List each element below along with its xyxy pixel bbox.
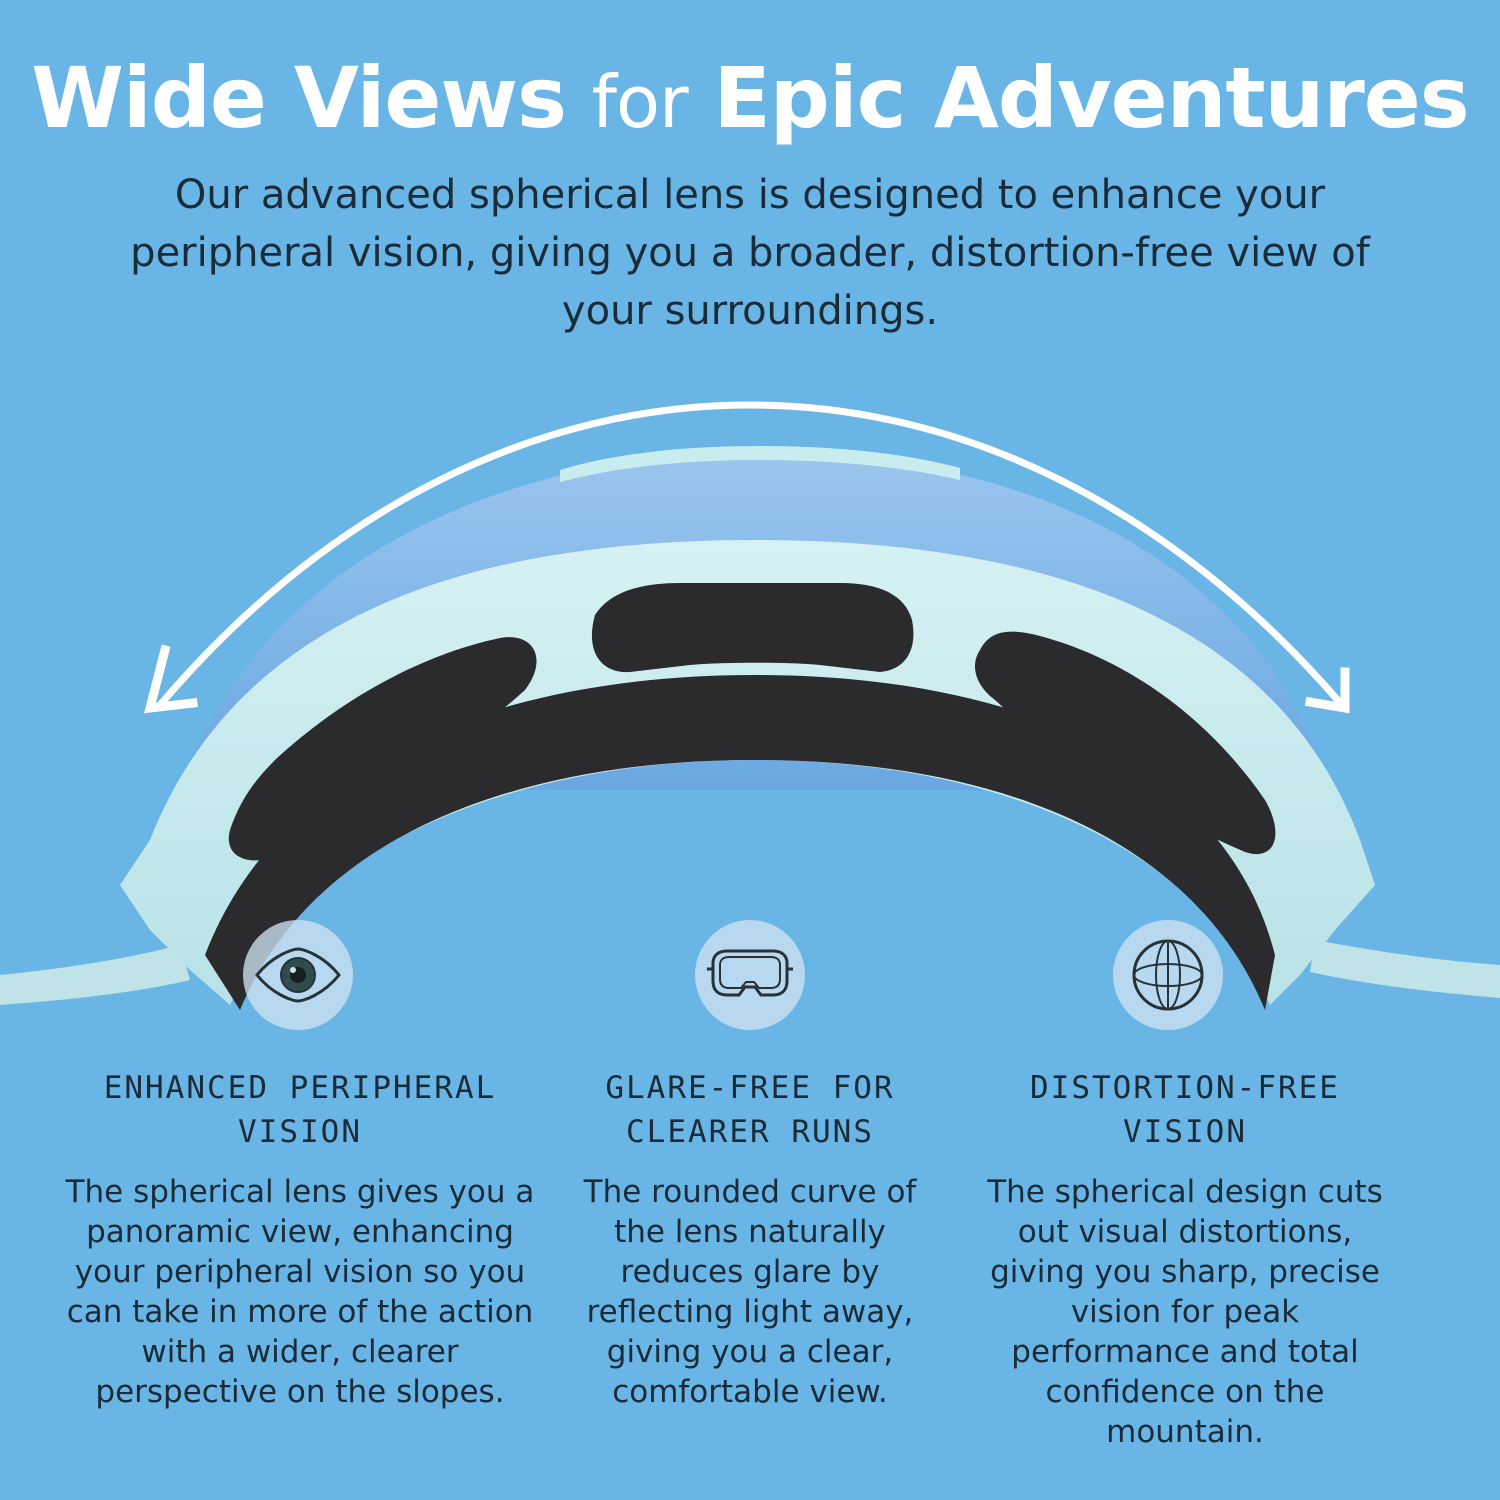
- feature-distortion-free: DISTORTION-FREE VISION The spherical des…: [950, 1066, 1420, 1452]
- strap-right: [1310, 940, 1500, 998]
- eye-icon: [255, 947, 341, 1003]
- feature-body: The spherical lens gives you a panoramic…: [65, 1174, 535, 1410]
- headline: Wide Views for Epic Adventures: [0, 48, 1500, 152]
- wide-view-arc: [157, 401, 1345, 708]
- headline-part-2: for: [591, 60, 689, 144]
- feature-title: GLARE-FREE FOR CLEARER RUNS: [605, 1070, 895, 1150]
- lens-top-edge: [560, 446, 960, 482]
- goggles-icon-badge: [695, 920, 805, 1030]
- headline-part-3: Epic Adventures: [713, 49, 1469, 147]
- feature-peripheral-vision: ENHANCED PERIPHERAL VISION The spherical…: [65, 1066, 535, 1412]
- vent-pad-center: [591, 583, 914, 673]
- feature-body: The spherical design cuts out visual dis…: [987, 1174, 1383, 1450]
- strap-left: [0, 945, 190, 1005]
- feature-glare-free: GLARE-FREE FOR CLEARER RUNS The rounded …: [515, 1066, 985, 1412]
- feature-title: ENHANCED PERIPHERAL VISION: [103, 1070, 497, 1150]
- vent-pad-right: [975, 631, 1276, 855]
- goggles-icon: [707, 949, 793, 997]
- eye-icon-badge: [243, 920, 353, 1030]
- arrow-head-left: [143, 644, 198, 714]
- sphere-icon: [1132, 939, 1204, 1011]
- feature-title: DISTORTION-FREE VISION: [1030, 1070, 1340, 1150]
- headline-part-1: Wide Views: [31, 49, 567, 147]
- feature-body: The rounded curve of the lens naturally …: [583, 1174, 917, 1410]
- arrow-head-right: [1304, 667, 1350, 714]
- sphere-icon-badge: [1113, 920, 1223, 1030]
- foam-band: [205, 675, 1275, 1010]
- intro-paragraph: Our advanced spherical lens is designed …: [130, 172, 1370, 334]
- vent-pad-left: [228, 637, 537, 861]
